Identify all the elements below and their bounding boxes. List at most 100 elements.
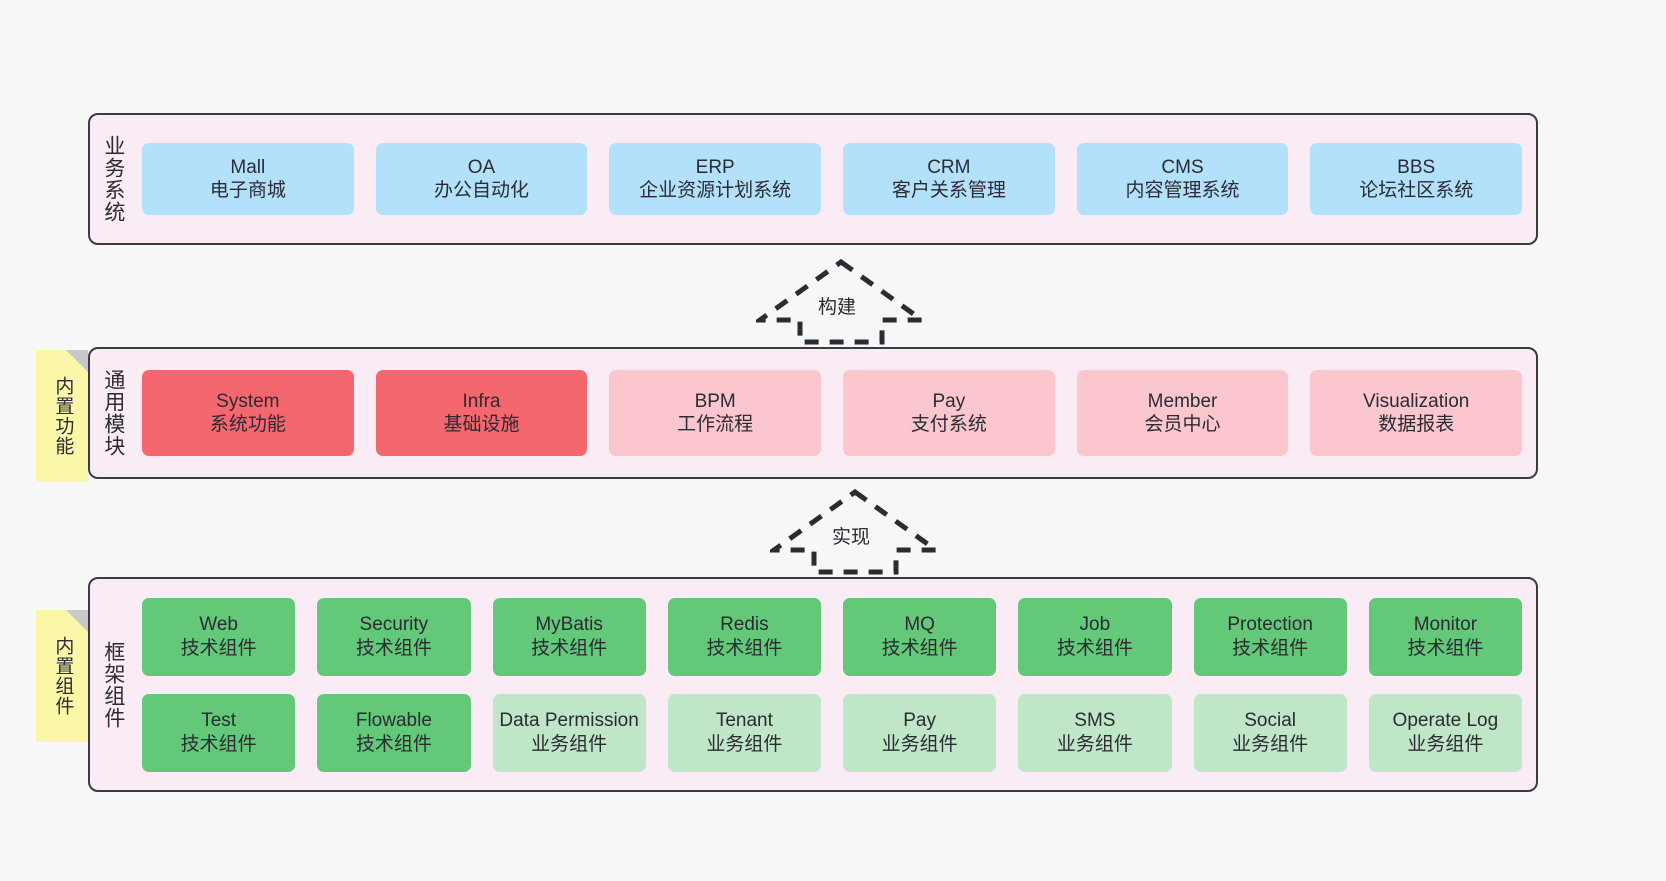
card-title: Monitor: [1413, 614, 1478, 636]
card-subtitle: 内容管理系统: [1125, 180, 1240, 201]
card-visualization[interactable]: Visualization 数据报表: [1310, 370, 1523, 456]
card-crm[interactable]: CRM 客户关系管理: [843, 143, 1055, 215]
note-builtin-component: 内置组件: [36, 610, 88, 742]
card-bbs[interactable]: BBS 论坛社区系统: [1310, 143, 1523, 215]
card-title: Member: [1147, 390, 1218, 412]
card-web[interactable]: Web 技术组件: [142, 597, 296, 676]
card-social[interactable]: Social 业务组件: [1193, 693, 1347, 772]
card-title: CRM: [927, 156, 971, 178]
card-subtitle: 技术组件: [180, 637, 257, 659]
card-tenant[interactable]: Tenant 业务组件: [667, 693, 821, 772]
card-protection[interactable]: Protection 技术组件: [1193, 597, 1347, 676]
card-job[interactable]: Job 技术组件: [1018, 597, 1172, 676]
card-title: System: [216, 390, 280, 412]
card-mq[interactable]: MQ 技术组件: [843, 597, 997, 676]
card-subtitle: 技术组件: [531, 637, 608, 659]
card-subtitle: 技术组件: [1232, 637, 1309, 659]
card-cms[interactable]: CMS 内容管理系统: [1076, 143, 1289, 215]
card-subtitle: 论坛社区系统: [1359, 180, 1474, 201]
card-subtitle: 工作流程: [677, 414, 754, 435]
note-fold-icon: [66, 610, 88, 632]
card-oa[interactable]: OA 办公自动化: [375, 143, 588, 215]
card-title: Infra: [462, 390, 501, 412]
card-subtitle: 技术组件: [180, 733, 257, 755]
card-subtitle: 会员中心: [1144, 414, 1221, 435]
note-fold-icon: [66, 350, 88, 372]
layer-title-business: 业务系统: [101, 135, 125, 223]
card-title: Flowable: [355, 710, 432, 732]
card-erp[interactable]: ERP 企业资源计划系统: [609, 143, 822, 215]
card-row: Test 技术组件 Flowable 技术组件 Data Permission …: [142, 693, 1522, 772]
card-monitor[interactable]: Monitor 技术组件: [1368, 597, 1522, 676]
card-subtitle: 技术组件: [1056, 637, 1133, 659]
card-subtitle: 数据报表: [1378, 414, 1455, 435]
card-title: Mall: [230, 156, 266, 178]
layer-framework-component: 框架组件 Web 技术组件 Security 技术组件 MyBatis 技术组件…: [88, 577, 1538, 792]
card-redis[interactable]: Redis 技术组件: [667, 597, 821, 676]
layer-body-business: Mall 电子商城 OA 办公自动化 ERP 企业资源计划系统 CRM 客户关系…: [136, 115, 1536, 243]
arrow-build: 构建: [756, 258, 926, 346]
card-subtitle: 基础设施: [443, 414, 520, 435]
layer-common-module: 通用模块 System 系统功能 Infra 基础设施 BPM 工作流程 Pay…: [88, 347, 1538, 479]
card-subtitle: 业务组件: [1232, 733, 1309, 755]
card-title: Web: [199, 614, 238, 636]
card-subtitle: 业务组件: [706, 733, 783, 755]
card-subtitle: 技术组件: [355, 637, 432, 659]
card-subtitle: 技术组件: [355, 733, 432, 755]
card-title: Data Permission: [499, 710, 639, 732]
card-infra[interactable]: Infra 基础设施: [375, 370, 588, 456]
card-title: Visualization: [1363, 390, 1470, 412]
card-sms[interactable]: SMS 业务组件: [1018, 693, 1172, 772]
card-title: Redis: [720, 614, 769, 636]
arrow-build-label: 构建: [818, 297, 857, 318]
card-pay-business[interactable]: Pay 业务组件: [843, 693, 997, 772]
card-row: Web 技术组件 Security 技术组件 MyBatis 技术组件 Redi…: [142, 597, 1522, 676]
card-test[interactable]: Test 技术组件: [142, 693, 296, 772]
layer-body-framework: Web 技术组件 Security 技术组件 MyBatis 技术组件 Redi…: [136, 579, 1536, 790]
card-mall[interactable]: Mall 电子商城: [142, 143, 354, 215]
card-security[interactable]: Security 技术组件: [317, 597, 471, 676]
layer-title-framework: 框架组件: [101, 640, 125, 729]
card-bpm[interactable]: BPM 工作流程: [609, 370, 822, 456]
card-title: Tenant: [715, 710, 773, 732]
arrow-implement: 实现: [770, 488, 940, 576]
card-operate-log[interactable]: Operate Log 业务组件: [1368, 693, 1522, 772]
note-label: 内置组件: [52, 636, 74, 716]
card-subtitle: 支付系统: [910, 414, 987, 435]
card-member[interactable]: Member 会员中心: [1076, 370, 1289, 456]
card-subtitle: 系统功能: [209, 414, 286, 435]
card-flowable[interactable]: Flowable 技术组件: [317, 693, 471, 772]
card-subtitle: 办公自动化: [434, 180, 530, 201]
card-subtitle: 技术组件: [1407, 637, 1484, 659]
layer-body-common: System 系统功能 Infra 基础设施 BPM 工作流程 Pay 支付系统…: [136, 349, 1536, 477]
card-row: Mall 电子商城 OA 办公自动化 ERP 企业资源计划系统 CRM 客户关系…: [142, 143, 1523, 215]
arrow-implement-label: 实现: [832, 527, 871, 548]
card-title: Protection: [1227, 614, 1313, 636]
card-system[interactable]: System 系统功能: [142, 370, 354, 456]
card-data-permission[interactable]: Data Permission 业务组件: [492, 693, 646, 772]
card-title: Security: [359, 614, 429, 636]
card-title: Test: [201, 710, 237, 732]
card-subtitle: 电子商城: [209, 180, 286, 201]
card-title: Pay: [903, 710, 936, 732]
layer-title-common: 通用模块: [101, 369, 125, 457]
card-title: BBS: [1397, 156, 1436, 178]
card-subtitle: 业务组件: [531, 733, 608, 755]
card-title: MyBatis: [535, 614, 603, 636]
card-title: Pay: [932, 390, 966, 412]
card-mybatis[interactable]: MyBatis 技术组件: [492, 597, 646, 676]
card-subtitle: 客户关系管理: [891, 180, 1006, 201]
card-title: CMS: [1161, 156, 1204, 178]
card-title: OA: [467, 156, 496, 178]
card-row: System 系统功能 Infra 基础设施 BPM 工作流程 Pay 支付系统…: [142, 370, 1523, 456]
card-subtitle: 业务组件: [1056, 733, 1133, 755]
card-title: Social: [1244, 710, 1296, 732]
card-subtitle: 技术组件: [881, 637, 958, 659]
card-title: Job: [1079, 614, 1111, 636]
note-builtin-function: 内置功能: [36, 350, 88, 482]
card-subtitle: 企业资源计划系统: [639, 180, 792, 201]
card-pay[interactable]: Pay 支付系统: [843, 370, 1055, 456]
layer-business-system: 业务系统 Mall 电子商城 OA 办公自动化 ERP 企业资源计划系统 CRM…: [88, 113, 1538, 245]
card-title: ERP: [695, 156, 735, 178]
